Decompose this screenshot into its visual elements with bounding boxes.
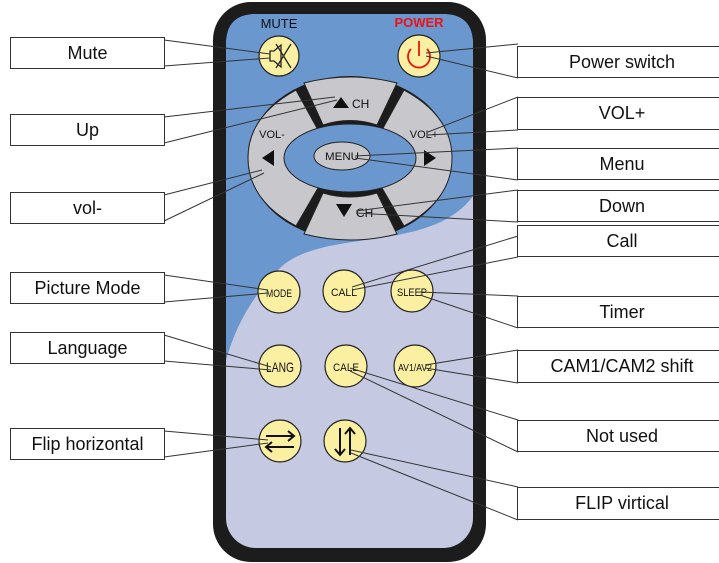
triangle-up-icon bbox=[333, 97, 349, 108]
menu-button[interactable] bbox=[313, 141, 371, 171]
callout-up: Up bbox=[10, 114, 165, 146]
leader-lines bbox=[163, 39, 519, 521]
flip-vertical-button[interactable] bbox=[323, 419, 367, 463]
callout-vol-plus: VOL+ bbox=[517, 97, 719, 130]
callout-down: Down bbox=[517, 190, 719, 222]
call-button[interactable]: CALL bbox=[322, 269, 366, 313]
callout-mute: Mute bbox=[10, 37, 165, 69]
vol-minus-label: VOL- bbox=[259, 129, 285, 141]
callout-language: Language bbox=[10, 332, 165, 364]
callout-cam-shift: CAM1/CAM2 shift bbox=[517, 350, 719, 383]
triangle-left-icon bbox=[262, 150, 274, 166]
mute-header: MUTE bbox=[261, 16, 298, 31]
callout-flip-vertical: FLIP virtical bbox=[517, 487, 719, 520]
power-header: POWER bbox=[394, 15, 444, 30]
cale-button-label: CALE bbox=[333, 362, 359, 374]
callout-call: Call bbox=[517, 225, 719, 257]
menu-button-label: MENU bbox=[325, 151, 359, 163]
triangle-down-icon bbox=[336, 204, 352, 217]
cale-button[interactable]: CALE bbox=[324, 344, 368, 388]
callout-not-used: Not used bbox=[517, 420, 719, 452]
av-button-label: AV1/AV2 bbox=[398, 363, 432, 374]
vol-plus-label: VOL+ bbox=[410, 129, 438, 141]
triangle-right-icon bbox=[424, 150, 436, 166]
callout-menu: Menu bbox=[517, 148, 719, 180]
callout-picture-mode: Picture Mode bbox=[10, 272, 165, 304]
callout-flip-horizontal: Flip horizontal bbox=[10, 428, 165, 460]
av-button[interactable]: AV1/AV2 bbox=[393, 344, 437, 388]
mode-button[interactable]: MODE bbox=[257, 270, 301, 314]
sleep-button[interactable]: SLEEP bbox=[390, 269, 434, 313]
call-button-label: CALL bbox=[331, 287, 357, 299]
power-icon bbox=[407, 41, 431, 69]
mode-button-label: MODE bbox=[266, 288, 292, 300]
flip-horizontal-button[interactable] bbox=[258, 419, 302, 463]
callout-timer: Timer bbox=[517, 296, 719, 328]
speaker-mute-icon bbox=[269, 43, 292, 69]
ch-up-label: CH bbox=[352, 97, 369, 111]
callout-power-switch: Power switch bbox=[517, 46, 719, 78]
swap-horizontal-icon bbox=[264, 430, 296, 453]
callout-vol-minus: vol- bbox=[10, 192, 165, 224]
lang-button[interactable]: LANG bbox=[258, 344, 302, 388]
sleep-button-label: SLEEP bbox=[397, 287, 427, 299]
mute-button[interactable] bbox=[258, 35, 300, 77]
ch-up-button[interactable] bbox=[303, 76, 398, 126]
swap-vertical-icon bbox=[334, 426, 356, 457]
power-button[interactable] bbox=[397, 34, 441, 78]
lang-button-label: LANG bbox=[266, 359, 294, 375]
ch-down-button[interactable] bbox=[303, 192, 398, 241]
